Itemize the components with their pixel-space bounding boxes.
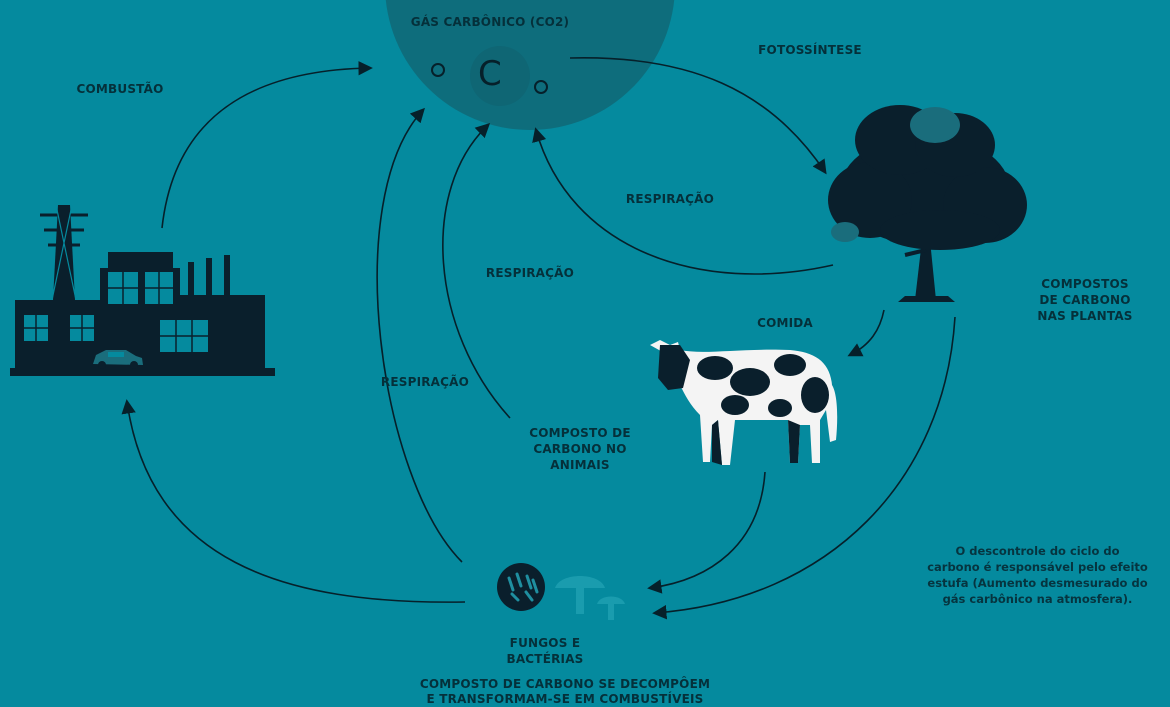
atmosphere-circle (385, 0, 675, 130)
factory-icon (10, 204, 275, 376)
arrow-fuel-to-factory (121, 399, 466, 603)
tree-icon (828, 105, 1027, 302)
arrow-respiration-animals (442, 123, 511, 419)
respiration-decomposers-label: RESPIRAÇÃO (380, 375, 470, 389)
decomposition-line-2: E TRANSFORMAM-SE EM COMBUSTÍVEIS (426, 692, 704, 706)
arrow-combustion (161, 61, 373, 229)
note-line-4: gás carbônico na atmosfera). (942, 592, 1133, 606)
note-line-2: carbono é responsável pelo efeito (927, 560, 1148, 574)
plant-compounds-label: COMPOSTOS DE CARBONO NAS PLANTAS (1037, 277, 1133, 323)
combustion-label: COMBUSTÃO (76, 82, 164, 96)
decomposition-line-1: COMPOSTO DE CARBONO SE DECOMPÔEM (419, 677, 711, 691)
carbon-symbol: C (478, 54, 502, 94)
arrow-animal-to-decomposers (647, 471, 766, 594)
respiration-plants-label: RESPIRAÇÃO (625, 192, 715, 206)
note-line-1: O descontrole do ciclo do (955, 544, 1120, 558)
greenhouse-note: O descontrole do ciclo do carbono é resp… (905, 543, 1170, 607)
bacteria-icon (497, 563, 545, 611)
arrow-plant-to-decomposers (652, 316, 956, 620)
food-label: COMIDA (757, 316, 813, 330)
animal-compounds-label: COMPOSTO DE CARBONO NO ANIMAIS (529, 426, 631, 472)
note-line-3: estufa (Aumento desmesurado do (927, 576, 1148, 590)
decomposers-label: FUNGOS E BACTÉRIAS (506, 636, 584, 666)
co2-label: GÁS CARBÔNICO (CO2) (410, 15, 570, 29)
arrow-respiration-decomposers (376, 107, 463, 563)
arrow-food (847, 309, 885, 357)
mushroom-icon (555, 576, 625, 620)
arrow-photosynthesis (569, 57, 827, 175)
arrow-respiration-plants (532, 127, 834, 275)
respiration-animals-label: RESPIRAÇÃO (485, 266, 575, 280)
decomposition-label: COMPOSTO DE CARBONO SE DECOMPÔEM E TRANS… (395, 677, 735, 707)
photosynthesis-label: FOTOSSÍNTESE (758, 43, 862, 57)
car-icon (93, 350, 143, 369)
co2-molecule-icon (431, 46, 548, 106)
cow-icon (650, 340, 838, 465)
